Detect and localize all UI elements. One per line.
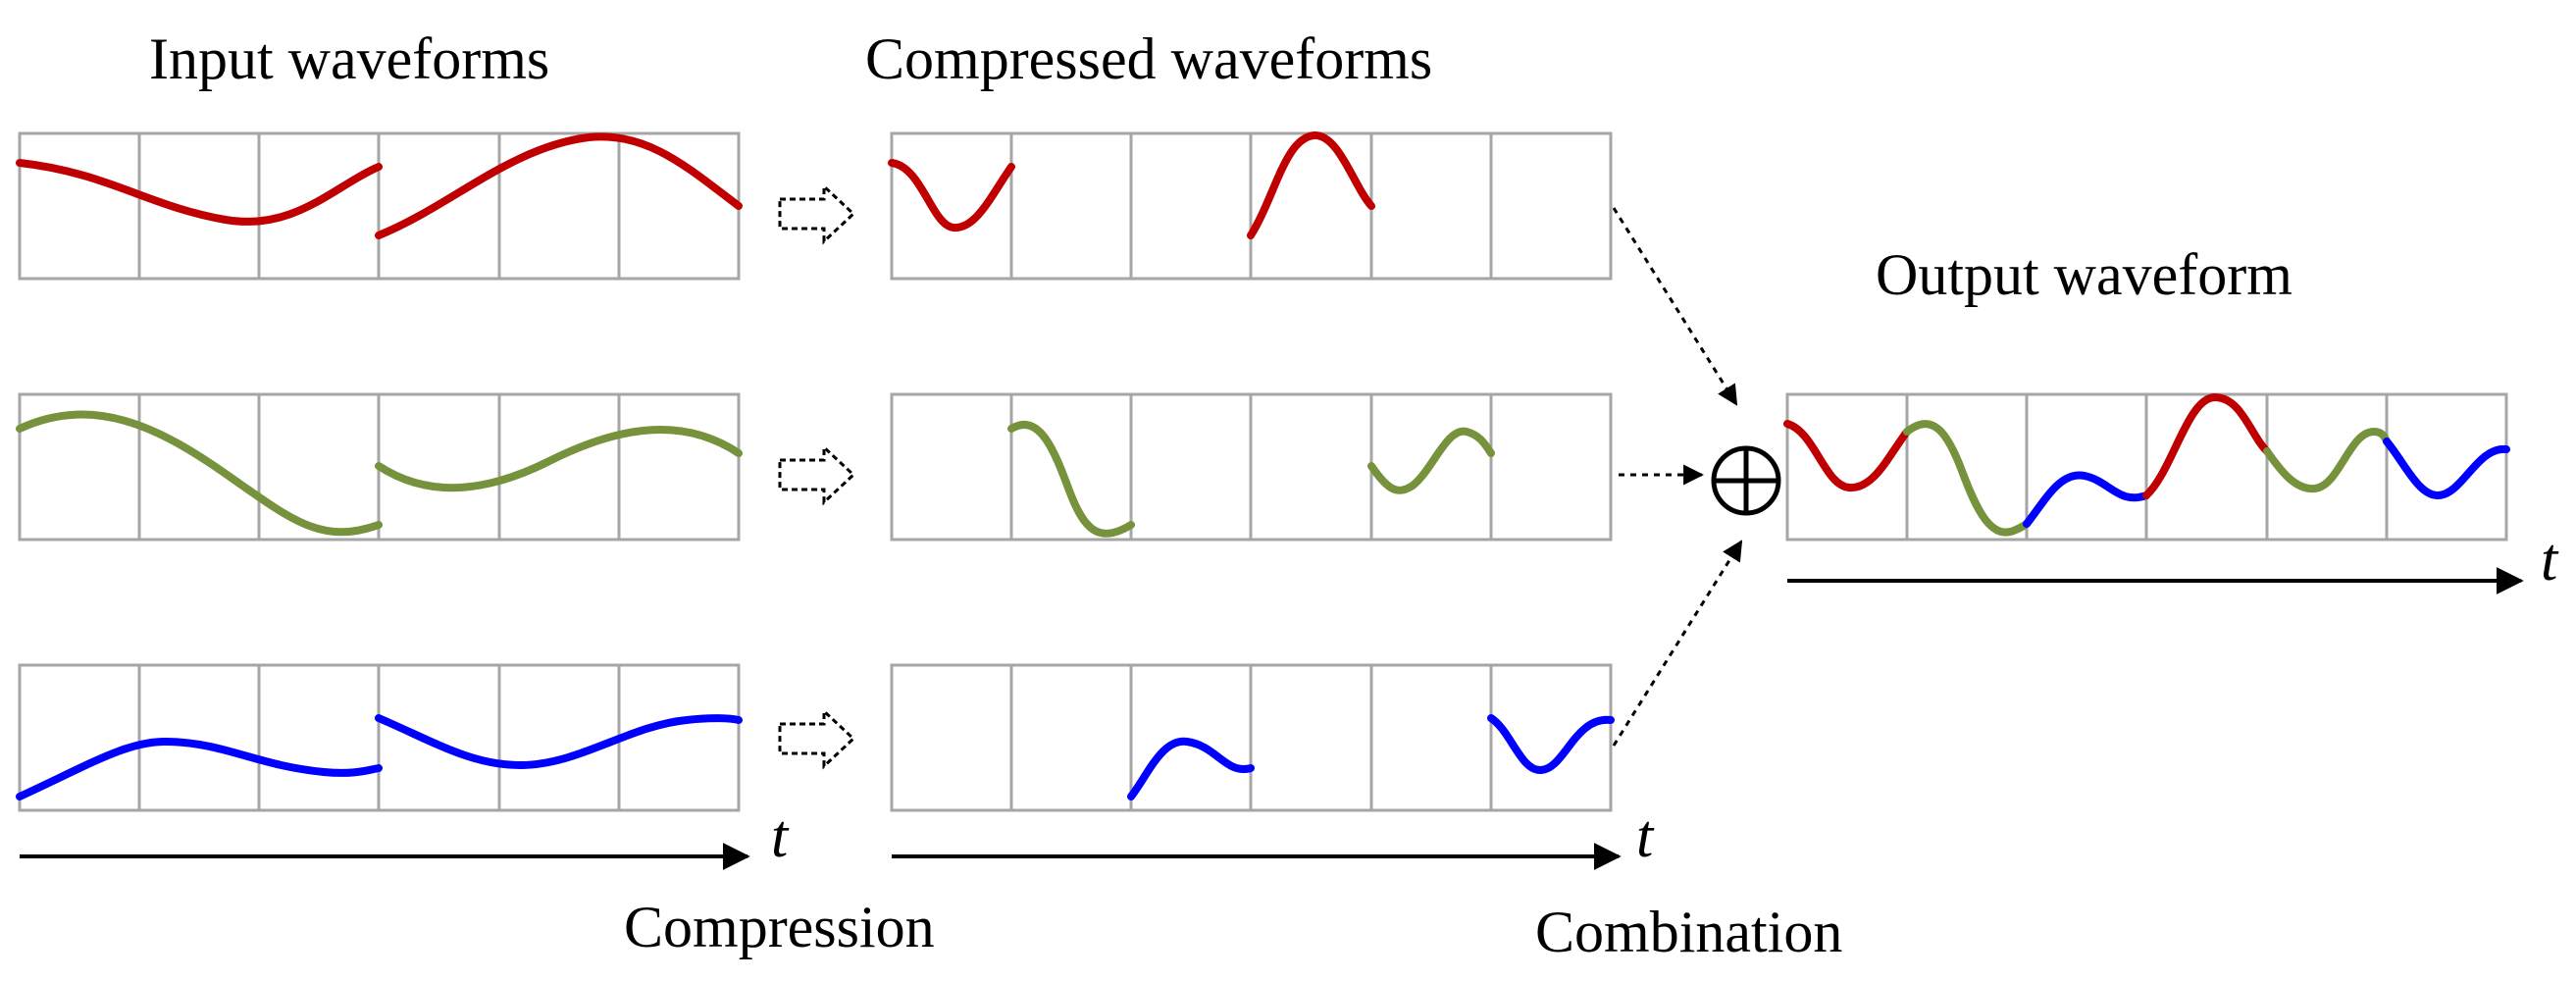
compressed-grid-blue — [890, 663, 1613, 812]
compression-arrow-blue — [778, 707, 856, 770]
compressed-waveform-red-cell-4 — [1247, 131, 1375, 239]
compressed-waveform-blue-cell-6 — [1487, 714, 1615, 775]
input-waveform-green-segment-1 — [16, 410, 383, 537]
output-waveform-green-cell-5 — [2263, 427, 2391, 493]
compressed-waveform-green-cell-5 — [1367, 427, 1495, 494]
combination-arrow-from-blue — [1612, 540, 1743, 747]
compression-caption: Compression — [624, 895, 935, 959]
output-waveform-red-cell-1 — [1783, 420, 1911, 491]
input-axis-t-label: t — [771, 803, 789, 870]
input-grid-blue — [18, 663, 741, 812]
compression-arrow-green — [778, 443, 856, 506]
combination-arrow-from-red — [1612, 207, 1738, 406]
compressed-axis-t-label: t — [1636, 803, 1654, 870]
output-axis-t-label: t — [2541, 527, 2558, 594]
compressed-grid-green — [890, 392, 1613, 542]
combination-caption: Combination — [1535, 900, 1843, 964]
input-waveform-red-segment-2 — [375, 132, 743, 239]
input-waveform-red-segment-1 — [16, 159, 383, 226]
compressed-waveform-blue-cell-3 — [1127, 737, 1255, 800]
input-waveforms-title: Input waveforms — [149, 26, 550, 91]
compressed-waveforms-title: Compressed waveforms — [865, 26, 1433, 91]
compressed-grid-red — [890, 131, 1613, 281]
input-grid-red — [18, 131, 741, 281]
input-waveform-blue-segment-2 — [375, 714, 743, 770]
output-waveform-blue-cell-3 — [2023, 471, 2150, 528]
output-waveform-red-cell-4 — [2142, 392, 2271, 499]
input-waveform-green-segment-2 — [375, 426, 743, 492]
compressed-waveform-green-cell-2 — [1007, 421, 1135, 538]
output-waveform-title: Output waveform — [1876, 242, 2293, 307]
combiner-plus-icon — [1711, 445, 1781, 516]
compression-arrow-red — [778, 182, 856, 245]
output-waveform-green-cell-2 — [1903, 420, 2031, 537]
compressed-waveform-red-cell-1 — [888, 159, 1015, 232]
output-waveform-blue-cell-6 — [2383, 438, 2510, 500]
output-grid — [1785, 392, 2508, 542]
input-waveform-blue-segment-1 — [16, 737, 383, 800]
